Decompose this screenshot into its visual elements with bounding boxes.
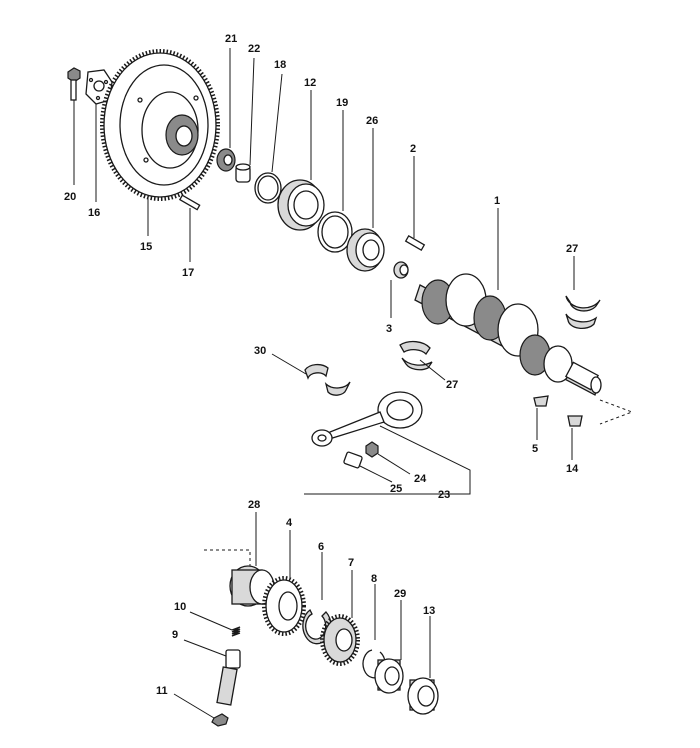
callout-15: 15 bbox=[140, 241, 152, 253]
nut-part-24 bbox=[365, 441, 379, 458]
callout-2: 2 bbox=[410, 143, 416, 155]
oil-seal-part-12 bbox=[277, 179, 325, 231]
gear-part-7 bbox=[320, 614, 360, 666]
bushing-part-22 bbox=[235, 163, 251, 183]
crankshaft-part-1 bbox=[414, 273, 602, 396]
callout-4: 4 bbox=[286, 517, 293, 529]
bolt-part-20 bbox=[67, 67, 81, 101]
washer-plate-part-16 bbox=[85, 69, 113, 105]
leader-lines bbox=[73, 48, 634, 719]
spring-part-10 bbox=[231, 626, 241, 637]
o-ring-part-18 bbox=[254, 172, 282, 204]
callout-19: 19 bbox=[336, 97, 348, 109]
callout-13: 13 bbox=[423, 605, 435, 617]
callout-10: 10 bbox=[174, 601, 186, 613]
bushing-part-25 bbox=[343, 451, 363, 469]
washer-part-11 bbox=[211, 713, 229, 727]
callout-14: 14 bbox=[566, 463, 579, 475]
callout-24: 24 bbox=[414, 473, 427, 485]
callout-6: 6 bbox=[318, 541, 324, 553]
callout-26: 26 bbox=[366, 115, 378, 127]
callout-8: 8 bbox=[371, 573, 377, 585]
callout-23: 23 bbox=[438, 489, 450, 501]
callout-21: 21 bbox=[225, 33, 237, 45]
callout-27a: 27 bbox=[566, 243, 578, 255]
callout-5: 5 bbox=[532, 443, 538, 455]
flywheel-part-15 bbox=[100, 49, 220, 201]
callout-30: 30 bbox=[254, 345, 266, 357]
callout-18: 18 bbox=[274, 59, 286, 71]
gear-part-4 bbox=[262, 576, 306, 636]
callout-17: 17 bbox=[182, 267, 194, 279]
bearing-shell-part-27b bbox=[399, 340, 433, 371]
bearing-shell-part-27a bbox=[565, 295, 601, 330]
bearing-part-29 bbox=[374, 658, 404, 694]
bearing-part-13 bbox=[407, 677, 439, 715]
callout-29: 29 bbox=[394, 588, 406, 600]
callout-7: 7 bbox=[348, 557, 354, 569]
callout-1: 1 bbox=[494, 195, 500, 207]
woodruff-key-part-14 bbox=[567, 415, 583, 427]
dowel-pin-part-2 bbox=[404, 235, 426, 251]
callout-3: 3 bbox=[386, 323, 392, 335]
woodruff-key-part-5 bbox=[533, 395, 549, 407]
o-ring-part-19 bbox=[317, 211, 353, 253]
dowel-pin-part-17 bbox=[178, 194, 201, 211]
needle-bearing-part-21 bbox=[216, 148, 236, 172]
big-end-bearing-part-30 bbox=[304, 363, 351, 396]
callout-11: 11 bbox=[156, 685, 168, 697]
callout-labels: 20 16 15 17 21 22 18 12 19 26 2 1 27 3 3… bbox=[64, 33, 579, 697]
bearing-part-3 bbox=[393, 261, 409, 279]
callout-28: 28 bbox=[248, 499, 260, 511]
callout-12: 12 bbox=[304, 77, 316, 89]
callout-27b: 27 bbox=[446, 379, 458, 391]
callout-16: 16 bbox=[88, 207, 100, 219]
callout-20: 20 bbox=[64, 191, 76, 203]
connecting-rod-part-23 bbox=[311, 391, 423, 447]
pump-drive-shaft-part-9 bbox=[216, 649, 241, 706]
callout-22: 22 bbox=[248, 43, 260, 55]
main-bearing-part-26 bbox=[346, 228, 385, 272]
callout-25: 25 bbox=[390, 483, 402, 495]
callout-9: 9 bbox=[172, 629, 178, 641]
